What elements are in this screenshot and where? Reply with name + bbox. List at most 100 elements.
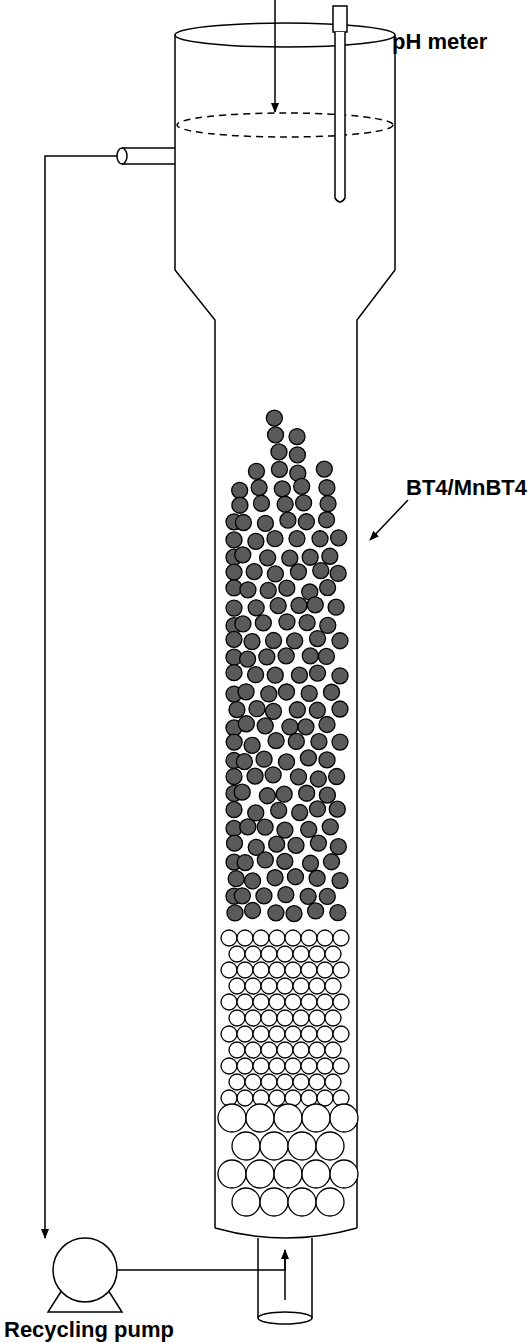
feed-arrow bbox=[274, 0, 276, 112]
carrier-bead bbox=[267, 667, 283, 683]
support-bead bbox=[237, 994, 253, 1010]
carrier-bead bbox=[240, 651, 256, 667]
carrier-bead bbox=[266, 410, 282, 426]
support-bead bbox=[218, 1160, 246, 1188]
support-bead bbox=[309, 1042, 325, 1058]
carrier-bead bbox=[234, 784, 250, 800]
carrier-bead bbox=[227, 835, 243, 851]
carrier-bead bbox=[278, 684, 294, 700]
support-bead bbox=[317, 962, 333, 978]
support-bead bbox=[221, 930, 237, 946]
carrier-bead bbox=[278, 648, 294, 664]
support-bead bbox=[285, 1058, 301, 1074]
carrier-bead bbox=[302, 549, 318, 565]
support-bead bbox=[269, 1058, 285, 1074]
carrier-bead bbox=[245, 903, 261, 919]
carrier-bead bbox=[309, 870, 325, 886]
carrier-bead bbox=[309, 702, 325, 718]
carrier-bead bbox=[290, 564, 306, 580]
carrier-bead bbox=[267, 531, 283, 547]
support-bead bbox=[246, 1104, 274, 1132]
carrier-bead bbox=[271, 444, 287, 460]
support-bead bbox=[285, 1026, 301, 1042]
carrier-bead bbox=[320, 580, 336, 596]
column-top bbox=[175, 23, 395, 47]
carrier-bead bbox=[277, 822, 293, 838]
support-bead bbox=[253, 1026, 269, 1042]
support-bead bbox=[277, 946, 293, 962]
pump-line bbox=[117, 1252, 285, 1270]
support-bead bbox=[309, 978, 325, 994]
carrier-bead bbox=[267, 870, 283, 886]
support-bead bbox=[261, 1074, 277, 1090]
carrier-bead bbox=[296, 495, 312, 511]
support-bead bbox=[309, 946, 325, 962]
carrier-bead bbox=[329, 801, 345, 817]
carrier-bead bbox=[240, 582, 256, 598]
carrier-bead bbox=[234, 888, 250, 904]
carrier-bead bbox=[248, 805, 264, 821]
carrier-bead bbox=[316, 461, 332, 477]
support-bead bbox=[301, 1058, 317, 1074]
support-bead bbox=[333, 1026, 349, 1042]
carrier-bead bbox=[322, 819, 338, 835]
carrier-bead bbox=[256, 888, 272, 904]
carrier-bead bbox=[322, 548, 338, 564]
carrier-bead bbox=[332, 734, 348, 750]
carrier-bead bbox=[253, 495, 269, 511]
support-bead bbox=[325, 946, 341, 962]
support-bead bbox=[277, 978, 293, 994]
support-bead bbox=[285, 962, 301, 978]
support-bead bbox=[229, 1010, 245, 1026]
carrier-bead bbox=[266, 633, 282, 649]
carrier-bead bbox=[228, 871, 244, 887]
carrier-bead bbox=[274, 481, 290, 497]
carrier-bead bbox=[289, 531, 305, 547]
support-bead bbox=[277, 1042, 293, 1058]
carrier-bead bbox=[257, 852, 273, 868]
support-bead bbox=[237, 962, 253, 978]
carrier-bead bbox=[257, 515, 273, 531]
support-bead bbox=[221, 1058, 237, 1074]
carrier-bead bbox=[271, 461, 287, 477]
support-bead bbox=[293, 1010, 309, 1026]
carrier-bead bbox=[288, 733, 304, 749]
carrier-bead bbox=[280, 512, 296, 528]
support-bead bbox=[245, 1074, 261, 1090]
support-bead bbox=[301, 930, 317, 946]
support-bead bbox=[309, 1010, 325, 1026]
carrier-bead bbox=[332, 668, 348, 684]
carrier-bead bbox=[319, 787, 335, 803]
support-bead bbox=[261, 946, 277, 962]
carrier-bead bbox=[277, 853, 293, 869]
support-bead bbox=[330, 1104, 358, 1132]
carrier-bead bbox=[279, 614, 295, 630]
ph-meter-head bbox=[333, 6, 347, 32]
support-bead bbox=[229, 1042, 245, 1058]
carrier-bead bbox=[289, 702, 305, 718]
carrier-bead bbox=[320, 496, 336, 512]
support-bead bbox=[285, 994, 301, 1010]
carrier-bead bbox=[308, 903, 324, 919]
support-bead bbox=[229, 978, 245, 994]
carrier-bead bbox=[226, 564, 242, 580]
support-bead bbox=[237, 1058, 253, 1074]
carrier-bead bbox=[227, 905, 243, 921]
recycle-line bbox=[45, 156, 117, 1238]
carrier-bead bbox=[232, 482, 248, 498]
carrier-bead bbox=[300, 888, 316, 904]
carrier-bead bbox=[310, 835, 326, 851]
outlet-pipe bbox=[122, 148, 175, 164]
support-bead bbox=[269, 1026, 285, 1042]
carrier-bead bbox=[282, 719, 298, 735]
support-bead bbox=[269, 1090, 285, 1106]
liquid-level bbox=[177, 113, 393, 137]
support-bead bbox=[288, 1132, 316, 1160]
carrier-bead bbox=[247, 768, 263, 784]
support-bead bbox=[229, 946, 245, 962]
carrier-bead bbox=[324, 854, 340, 870]
support-bead bbox=[301, 994, 317, 1010]
carrier-bead bbox=[288, 837, 304, 853]
carrier-bead bbox=[226, 734, 242, 750]
carrier-bead bbox=[286, 906, 302, 922]
